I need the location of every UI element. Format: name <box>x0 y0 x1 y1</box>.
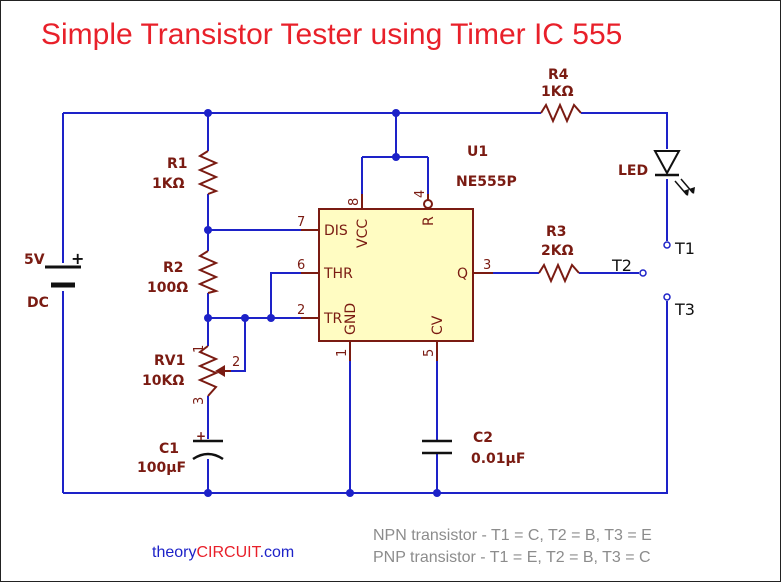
pin-name-q: Q <box>457 266 468 282</box>
led-triangle <box>653 150 681 176</box>
terminal-t3-label: T3 <box>674 300 695 319</box>
pin-name-r: R <box>421 216 437 226</box>
rv1-value: 10KΩ <box>142 373 184 389</box>
wires <box>62 112 668 494</box>
r2-ref: R2 <box>163 260 184 276</box>
junction-dot <box>204 314 212 322</box>
junction-dot <box>392 109 400 117</box>
pin-num-cv: 5 <box>422 349 437 357</box>
potentiometer-rv1-zigzag <box>197 345 219 397</box>
pin-num-gnd: 1 <box>335 349 350 357</box>
resistor-r1-zigzag <box>197 150 219 195</box>
battery-5v: + 5V DC <box>24 249 84 311</box>
junction-dot <box>204 489 212 497</box>
battery-voltage: 5V <box>24 252 45 268</box>
r4-ref: R4 <box>548 67 569 83</box>
wire-rv1-wiper <box>231 318 246 372</box>
terminal-t3-pad <box>663 293 671 301</box>
resistor-r2: R2 100Ω <box>147 250 220 296</box>
c1-ref: C1 <box>159 441 179 457</box>
junction-dot <box>267 314 275 322</box>
rv1-pin3: 3 <box>192 397 207 405</box>
ic-body <box>318 208 474 342</box>
note-pnp: PNP transistor - T1 = E, T2 = B, T3 = C <box>373 549 651 566</box>
pin-num-r: 4 <box>413 190 428 198</box>
pin-name-thr: THR <box>323 266 353 282</box>
junction-dots <box>204 109 441 497</box>
battery-type: DC <box>27 295 49 311</box>
c1-value: 100μF <box>137 460 186 476</box>
terminal-t1-label: T1 <box>674 239 695 258</box>
r1-value: 1KΩ <box>152 176 185 192</box>
battery-plus: + <box>71 249 84 268</box>
resistor-r1: R1 1KΩ <box>152 150 219 195</box>
ic-part: NE555P <box>456 174 517 190</box>
resistor-r2-zigzag <box>197 250 220 294</box>
pin-num-thr: 6 <box>297 258 305 273</box>
led-ref: LED <box>618 163 648 179</box>
junction-dot <box>392 153 400 161</box>
potentiometer-wiper-arrow <box>215 365 225 377</box>
resistor-r4: R4 1KΩ <box>540 67 582 124</box>
capacitor-c1-plate-bottom <box>192 452 224 461</box>
r2-value: 100Ω <box>147 280 188 296</box>
capacitor-c1: + C1 100μF <box>137 429 224 476</box>
ic-ref: U1 <box>467 144 488 160</box>
resistor-r4-zigzag <box>540 102 582 124</box>
pin-num-vcc: 8 <box>347 198 362 206</box>
pin-name-dis: DIS <box>324 223 348 239</box>
wire-thr <box>270 272 301 318</box>
brand-watermark: theoryCIRCUIT.com <box>152 544 294 561</box>
junction-dot <box>204 226 212 234</box>
led: LED <box>618 150 695 196</box>
junction-dot <box>433 489 441 497</box>
ic-u1: DIS THR TR Q VCC R GND CV 7 6 2 3 8 4 1 … <box>297 144 517 361</box>
pin-reset-bubble <box>423 199 433 209</box>
junction-dot <box>346 489 354 497</box>
pin-name-tr: TR <box>323 311 343 327</box>
r3-ref: R3 <box>546 224 567 240</box>
pin-num-dis: 7 <box>297 215 305 230</box>
rv1-ref: RV1 <box>154 353 185 369</box>
rv1-pin2: 2 <box>232 355 240 370</box>
terminal-t2-label: T2 <box>611 256 632 275</box>
r4-value: 1KΩ <box>541 84 574 100</box>
wire-bottom-rail <box>63 301 668 494</box>
capacitor-c2: C2 0.01μF <box>422 430 525 467</box>
c1-polarity: + <box>196 429 206 443</box>
led-rays <box>674 178 694 196</box>
pin-name-vcc: VCC <box>355 219 371 248</box>
terminal-t1-pad <box>663 241 671 249</box>
c2-ref: C2 <box>473 430 493 446</box>
terminal-t2-pad <box>639 269 647 277</box>
pin-num-q: 3 <box>483 258 491 273</box>
r3-value: 2KΩ <box>541 243 574 259</box>
rv1-pin1: 1 <box>192 345 207 353</box>
resistor-r3-zigzag <box>538 262 580 284</box>
pin-num-tr: 2 <box>297 303 305 318</box>
brand-part3: .com <box>260 544 295 561</box>
potentiometer-rv1: 1 2 3 RV1 10KΩ <box>142 345 240 405</box>
c2-value: 0.01μF <box>471 451 525 467</box>
junction-dot <box>204 109 212 117</box>
brand-part1: theory <box>152 544 196 561</box>
r1-ref: R1 <box>167 156 188 172</box>
brand-part2: CIRCUIT <box>196 544 261 561</box>
note-npn: NPN transistor - T1 = C, T2 = B, T3 = E <box>373 527 652 544</box>
pin-name-cv: CV <box>430 315 446 335</box>
resistor-r3: R3 2KΩ <box>538 224 580 284</box>
junction-dot <box>241 314 249 322</box>
wire-top-rail-right <box>581 112 668 149</box>
pin-name-gnd: GND <box>343 303 359 335</box>
page-title: Simple Transistor Tester using Timer IC … <box>41 18 622 51</box>
led-ray-arrows <box>683 187 695 196</box>
terminals: T1 T2 T3 <box>611 239 695 319</box>
